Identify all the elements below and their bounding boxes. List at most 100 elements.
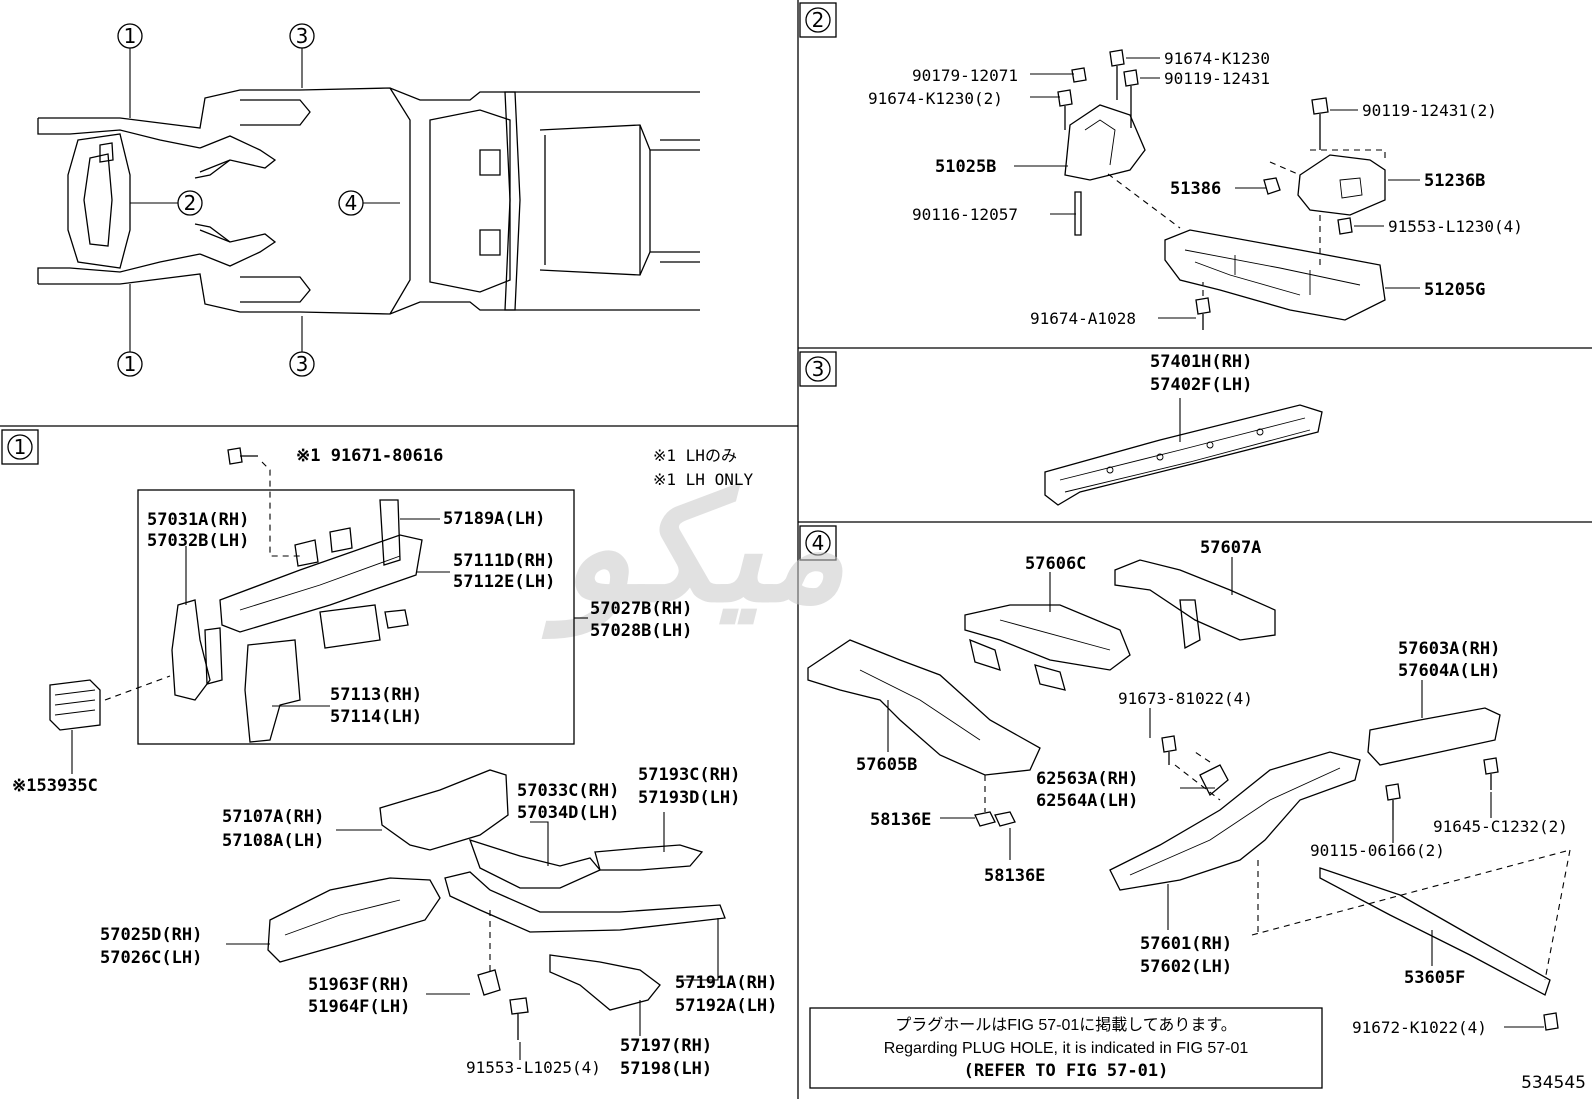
label-57602: 57602(LH) bbox=[1140, 957, 1232, 977]
svg-text:Regarding PLUG HOLE, it is ind: Regarding PLUG HOLE, it is indicated in … bbox=[884, 1040, 1249, 1057]
label-57108A: 57108A(LH) bbox=[222, 831, 324, 851]
label-91671-80616: ※1 91671-80616 bbox=[296, 446, 443, 466]
label-57031A: 57031A(RH) bbox=[147, 510, 249, 530]
callout-4 bbox=[338, 190, 364, 216]
label-90119-12431: 90119-12431 bbox=[1164, 69, 1270, 88]
section4-labels: 57606C 57607A 57603A(RH) 57604A(LH) 9167… bbox=[856, 538, 1568, 1037]
label-57191A: 57191A(RH) bbox=[675, 973, 777, 993]
overview-callouts: 1 3 2 4 1 3 bbox=[117, 23, 364, 377]
label-57402F: 57402F(LH) bbox=[1150, 375, 1252, 395]
label-57192A: 57192A(LH) bbox=[675, 996, 777, 1016]
svg-text:プラグホールはFIG 57-01に掲載してあります。: プラグホールはFIG 57-01に掲載してあります。 bbox=[895, 1016, 1236, 1034]
overview-body-outline bbox=[37, 87, 700, 315]
label-57113: 57113(RH) bbox=[330, 685, 422, 705]
svg-text:2: 2 bbox=[184, 191, 197, 215]
label-57034D: 57034D(LH) bbox=[517, 803, 619, 823]
callout-3-bottom bbox=[289, 351, 315, 377]
overview-callout-leaders bbox=[129, 48, 400, 352]
section1-leaders bbox=[71, 518, 719, 1060]
label-91645-C1232: 91645-C1232(2) bbox=[1433, 817, 1568, 836]
section1-legend: ※1 LHのみ ※1 LH ONLY bbox=[653, 446, 753, 489]
label-57193C: 57193C(RH) bbox=[638, 765, 740, 785]
label-57028B: 57028B(LH) bbox=[590, 621, 692, 641]
diagram-id: 534545 bbox=[1521, 1073, 1586, 1093]
watermark: ميكو bbox=[541, 462, 846, 639]
label-57189A: 57189A(LH) bbox=[443, 509, 545, 529]
section3-labels: 57401H(RH) 57402F(LH) bbox=[1150, 352, 1252, 395]
label-57605B: 57605B bbox=[856, 755, 917, 775]
label-57027B: 57027B(RH) bbox=[590, 599, 692, 619]
label-91553-L1230: 91553-L1230(4) bbox=[1388, 217, 1523, 236]
label-58136E-1: 58136E bbox=[870, 810, 931, 830]
label-53935C: ※153935C bbox=[12, 776, 98, 796]
label-57193D: 57193D(LH) bbox=[638, 788, 740, 808]
label-90115-06166: 90115-06166(2) bbox=[1310, 841, 1445, 860]
callout-2 bbox=[177, 190, 203, 216]
callout-3-top bbox=[289, 23, 315, 49]
svg-text:2: 2 bbox=[812, 8, 825, 32]
section2-leaders bbox=[1014, 57, 1420, 319]
label-57198: 57198(LH) bbox=[620, 1059, 712, 1079]
label-57603A: 57603A(RH) bbox=[1398, 639, 1500, 659]
label-51236B: 51236B bbox=[1424, 171, 1485, 191]
section4-leaders bbox=[887, 557, 1544, 1028]
callout-1-top bbox=[117, 23, 143, 49]
label-91674-A1028: 91674-A1028 bbox=[1030, 309, 1136, 328]
label-57033C: 57033C(RH) bbox=[517, 781, 619, 801]
label-91672-K1022: 91672-K1022(4) bbox=[1352, 1018, 1487, 1037]
section2-parts bbox=[1057, 49, 1386, 330]
label-91553-L1025: 91553-L1025(4) bbox=[466, 1058, 601, 1077]
section-box-4: 4 bbox=[799, 525, 837, 561]
label-51386: 51386 bbox=[1170, 179, 1221, 199]
section-box-3: 3 bbox=[799, 351, 837, 387]
label-90119-12431-2: 90119-12431(2) bbox=[1362, 101, 1497, 120]
section1-labels: ※1 91671-80616 57031A(RH) 57032B(LH) 571… bbox=[12, 446, 777, 1079]
label-57107A: 57107A(RH) bbox=[222, 807, 324, 827]
label-51025B: 51025B bbox=[935, 157, 996, 177]
svg-text:3: 3 bbox=[296, 24, 309, 48]
svg-text:1: 1 bbox=[14, 435, 27, 459]
section-box-2: 2 bbox=[799, 2, 837, 38]
label-57111D: 57111D(RH) bbox=[453, 551, 555, 571]
callout-1-bottom bbox=[117, 351, 143, 377]
svg-text:(REFER TO FIG 57-01): (REFER TO FIG 57-01) bbox=[964, 1061, 1169, 1081]
label-57026C: 57026C(LH) bbox=[100, 948, 202, 968]
label-62563A: 62563A(RH) bbox=[1036, 769, 1138, 789]
label-90116-12057: 90116-12057 bbox=[912, 205, 1018, 224]
label-91673-81022: 91673-81022(4) bbox=[1118, 689, 1253, 708]
label-51205G: 51205G bbox=[1424, 280, 1485, 300]
plug-hole-note: プラグホールはFIG 57-01に掲載してあります。 Regarding PLU… bbox=[809, 1007, 1323, 1089]
section4-parts bbox=[807, 559, 1571, 1031]
svg-text:3: 3 bbox=[296, 352, 309, 376]
label-53605F: 53605F bbox=[1404, 968, 1465, 988]
label-57032B: 57032B(LH) bbox=[147, 531, 249, 551]
svg-text:3: 3 bbox=[812, 357, 825, 381]
label-57025D: 57025D(RH) bbox=[100, 925, 202, 945]
label-51964F: 51964F(LH) bbox=[308, 997, 410, 1017]
section1-subassembly-box bbox=[137, 489, 575, 745]
label-51963F: 51963F(RH) bbox=[308, 975, 410, 995]
label-57604A: 57604A(LH) bbox=[1398, 661, 1500, 681]
label-57114: 57114(LH) bbox=[330, 707, 422, 727]
label-57112E: 57112E(LH) bbox=[453, 572, 555, 592]
svg-text:4: 4 bbox=[345, 191, 358, 215]
label-57401H: 57401H(RH) bbox=[1150, 352, 1252, 372]
svg-text:4: 4 bbox=[812, 531, 825, 555]
label-57197: 57197(RH) bbox=[620, 1036, 712, 1056]
label-91674-K1230-2: 91674-K1230(2) bbox=[868, 89, 1003, 108]
label-57607A: 57607A bbox=[1200, 538, 1261, 558]
label-57606C: 57606C bbox=[1025, 554, 1086, 574]
svg-text:1: 1 bbox=[124, 352, 137, 376]
label-58136E-2: 58136E bbox=[984, 866, 1045, 886]
section1-parts bbox=[49, 447, 726, 1040]
label-57601: 57601(RH) bbox=[1140, 934, 1232, 954]
svg-text:※1 LHのみ: ※1 LHのみ bbox=[653, 446, 737, 465]
label-62564A: 62564A(LH) bbox=[1036, 791, 1138, 811]
label-91674-K1230: 91674-K1230 bbox=[1164, 49, 1270, 68]
section3-parts bbox=[1044, 404, 1323, 506]
label-90179-12071: 90179-12071 bbox=[912, 66, 1018, 85]
svg-text:※1 LH ONLY: ※1 LH ONLY bbox=[653, 470, 753, 489]
section2-labels: 90179-12071 91674-K1230 91674-K1230(2) 9… bbox=[868, 49, 1523, 328]
